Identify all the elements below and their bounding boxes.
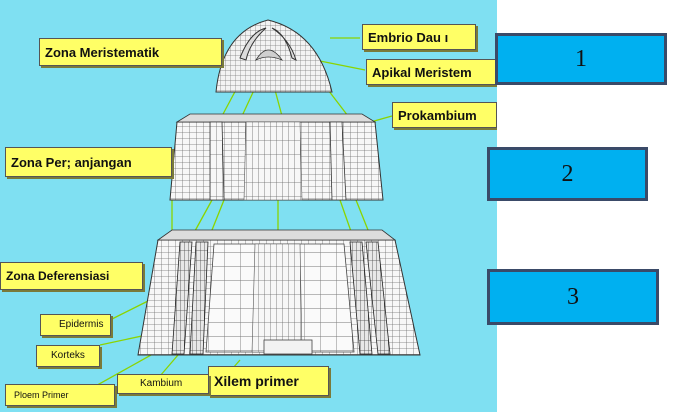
differentiation-zone	[137, 229, 421, 356]
label-zona-perpanjangan: Zona Per; anjangan	[5, 147, 172, 177]
label-floem-primer: Ploem Primer	[5, 384, 115, 406]
label-korteks: Korteks	[36, 345, 100, 367]
label-prokambium: Prokambium	[392, 102, 497, 128]
number-box-1: 1	[495, 33, 667, 85]
label-kambium: Kambium	[117, 374, 209, 394]
plant-tip-diagram: Zona Meristematik Embrio Dau ı Apikal Me…	[0, 0, 497, 412]
elongation-zone	[169, 113, 384, 201]
tissue-drawing	[91, 19, 421, 389]
meristematic-dome	[215, 19, 333, 93]
number-box-2: 2	[487, 147, 648, 201]
label-epidermis: Epidermis	[40, 314, 111, 336]
label-embrio-daun: Embrio Dau ı	[362, 24, 476, 50]
label-xilem-primer: Xilem primer	[208, 366, 329, 396]
number-box-3: 3	[487, 269, 659, 325]
label-zona-meristematik: Zona Meristematik	[39, 38, 222, 66]
label-apikal-meristem: Apikal Meristem	[366, 59, 496, 85]
label-zona-deferensiasi: Zona Deferensiasi	[0, 262, 143, 290]
